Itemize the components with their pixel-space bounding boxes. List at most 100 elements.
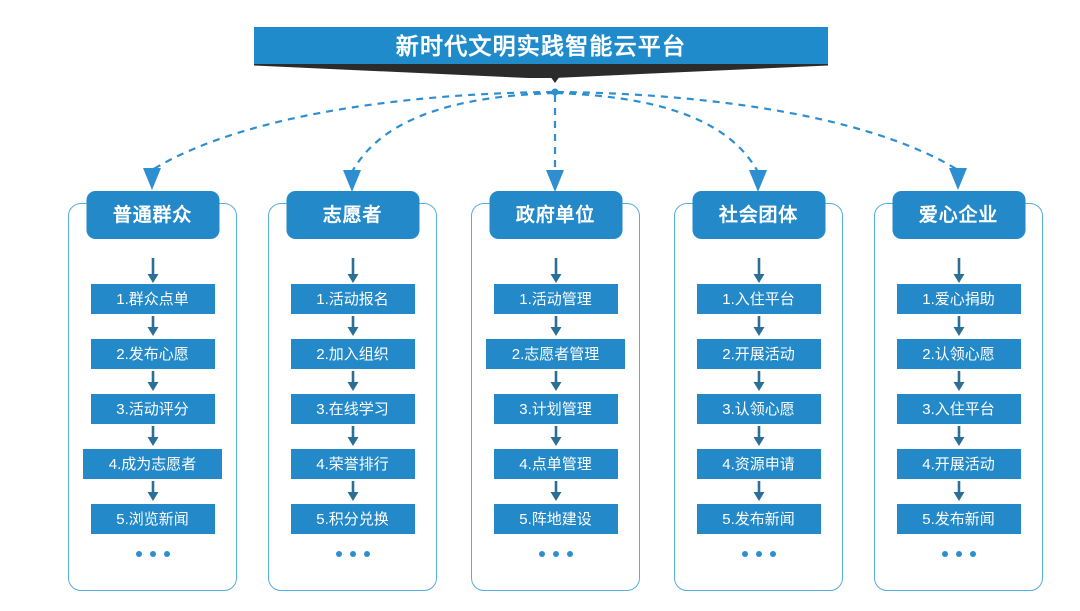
step-arrow-icon: [268, 258, 437, 284]
step-item-label: 3.在线学习: [316, 400, 389, 418]
role-header-3[interactable]: 政府单位: [489, 191, 622, 239]
hub-node: [551, 88, 559, 96]
step-item[interactable]: 2.加入组织: [290, 339, 415, 369]
step-item[interactable]: 2.认领心愿: [896, 339, 1021, 369]
ellipsis-dot: [363, 551, 370, 557]
role-header-1[interactable]: 普通群众: [86, 191, 219, 239]
connector-arrowhead-4: [749, 170, 767, 192]
step-item[interactable]: 3.计划管理: [493, 394, 618, 424]
step-item-label: 4.成为志愿者: [108, 455, 197, 473]
step-item[interactable]: 4.荣誉排行: [290, 449, 415, 479]
role-step-list: 1.群众点单 2.发布心愿 3.活动评分 4.成为志愿者 5.浏览新闻: [68, 258, 237, 574]
role-step-list: 1.爱心捐助 2.认领心愿 3.入住平台 4.开展活动 5.发布新闻: [874, 258, 1043, 574]
step-arrow-icon: [674, 424, 843, 449]
step-item[interactable]: 5.浏览新闻: [90, 504, 215, 534]
step-item-label: 3.计划管理: [519, 400, 592, 418]
step-arrow-icon: [674, 479, 843, 504]
step-arrow-icon: [268, 479, 437, 504]
step-item[interactable]: 4.成为志愿者: [83, 449, 222, 479]
step-arrow-icon: [674, 369, 843, 394]
role-column-3: 政府单位 1.活动管理 2.志愿者管理 3.计划管理 4.点单管理 5.阵地建设: [471, 191, 640, 591]
step-item-label: 1.群众点单: [116, 290, 189, 308]
role-header-label: 爱心企业: [918, 204, 999, 226]
more-items-ellipsis: [471, 534, 640, 574]
connector-arrowhead-1: [143, 168, 161, 190]
step-item[interactable]: 4.开展活动: [896, 449, 1021, 479]
role-header-label: 政府单位: [515, 204, 596, 226]
role-column-2: 志愿者 1.活动报名 2.加入组织 3.在线学习 4.荣誉排行 5.积分兑换: [268, 191, 437, 591]
step-item[interactable]: 4.资源申请: [696, 449, 821, 479]
step-item-label: 3.认领心愿: [722, 400, 795, 418]
step-item-label: 5.发布新闻: [722, 510, 795, 528]
step-item[interactable]: 1.入住平台: [696, 284, 821, 314]
step-item[interactable]: 5.发布新闻: [696, 504, 821, 534]
step-item[interactable]: 1.活动报名: [290, 284, 415, 314]
step-item-label: 1.爱心捐助: [922, 290, 995, 308]
ellipsis-dot: [741, 551, 748, 557]
step-arrow-icon: [874, 314, 1043, 339]
step-item[interactable]: 3.活动评分: [90, 394, 215, 424]
step-item-label: 2.发布心愿: [116, 345, 189, 363]
step-arrow-icon: [68, 479, 237, 504]
ellipsis-dot: [566, 551, 573, 557]
ellipsis-dot: [135, 551, 142, 557]
step-arrow-icon: [874, 424, 1043, 449]
ellipsis-dot: [538, 551, 545, 557]
step-arrow-icon: [471, 424, 640, 449]
connector-arrowhead-5: [949, 168, 967, 190]
more-items-ellipsis: [268, 534, 437, 574]
step-item-label: 1.活动报名: [316, 290, 389, 308]
ellipsis-dot: [163, 551, 170, 557]
step-item[interactable]: 1.群众点单: [90, 284, 215, 314]
step-item-label: 1.活动管理: [519, 290, 592, 308]
ellipsis-dot: [755, 551, 762, 557]
step-item-label: 3.活动评分: [116, 400, 189, 418]
step-item[interactable]: 5.阵地建设: [493, 504, 618, 534]
role-header-5[interactable]: 爱心企业: [892, 191, 1025, 239]
step-item[interactable]: 2.发布心愿: [90, 339, 215, 369]
role-step-list: 1.活动报名 2.加入组织 3.在线学习 4.荣誉排行 5.积分兑换: [268, 258, 437, 574]
platform-title-banner: 新时代文明实践智能云平台: [254, 27, 828, 65]
role-column-5: 爱心企业 1.爱心捐助 2.认领心愿 3.入住平台 4.开展活动 5.发布新闻: [874, 191, 1043, 591]
connector-to-col-2: [351, 91, 555, 173]
role-header-label: 普通群众: [112, 204, 193, 226]
step-arrow-icon: [68, 314, 237, 339]
step-item[interactable]: 1.活动管理: [493, 284, 618, 314]
ellipsis-dot: [769, 551, 776, 557]
step-item-label: 2.志愿者管理: [511, 345, 600, 363]
step-item[interactable]: 2.开展活动: [696, 339, 821, 369]
step-item[interactable]: 2.志愿者管理: [486, 339, 625, 369]
step-arrow-icon: [68, 424, 237, 449]
step-arrow-icon: [268, 369, 437, 394]
role-header-4[interactable]: 社会团体: [692, 191, 825, 239]
role-header-2[interactable]: 志愿者: [286, 191, 419, 239]
banner-down-caret-icon: [545, 69, 565, 83]
more-items-ellipsis: [674, 534, 843, 574]
step-arrow-icon: [674, 314, 843, 339]
banner-shadow-chevron: [254, 64, 828, 78]
ellipsis-dot: [349, 551, 356, 557]
step-item[interactable]: 4.点单管理: [493, 449, 618, 479]
step-item[interactable]: 3.入住平台: [896, 394, 1021, 424]
step-item[interactable]: 5.发布新闻: [896, 504, 1021, 534]
step-arrow-icon: [674, 258, 843, 284]
role-step-list: 1.入住平台 2.开展活动 3.认领心愿 4.资源申请 5.发布新闻: [674, 258, 843, 574]
step-item-label: 4.点单管理: [519, 455, 592, 473]
step-arrow-icon: [268, 314, 437, 339]
step-item-label: 5.积分兑换: [316, 510, 389, 528]
step-item-label: 5.发布新闻: [922, 510, 995, 528]
step-item[interactable]: 3.认领心愿: [696, 394, 821, 424]
step-arrow-icon: [471, 258, 640, 284]
step-item-label: 1.入住平台: [722, 290, 795, 308]
step-item[interactable]: 1.爱心捐助: [896, 284, 1021, 314]
connector-to-col-5: [556, 90, 959, 171]
role-column-1: 普通群众 1.群众点单 2.发布心愿 3.活动评分 4.成为志愿者 5.浏览新闻: [68, 191, 237, 591]
step-item[interactable]: 3.在线学习: [290, 394, 415, 424]
step-arrow-icon: [874, 369, 1043, 394]
step-item-label: 4.开展活动: [922, 455, 995, 473]
role-step-list: 1.活动管理 2.志愿者管理 3.计划管理 4.点单管理 5.阵地建设: [471, 258, 640, 574]
step-item-label: 4.资源申请: [722, 455, 795, 473]
step-item-label: 5.浏览新闻: [116, 510, 189, 528]
step-item[interactable]: 5.积分兑换: [290, 504, 415, 534]
